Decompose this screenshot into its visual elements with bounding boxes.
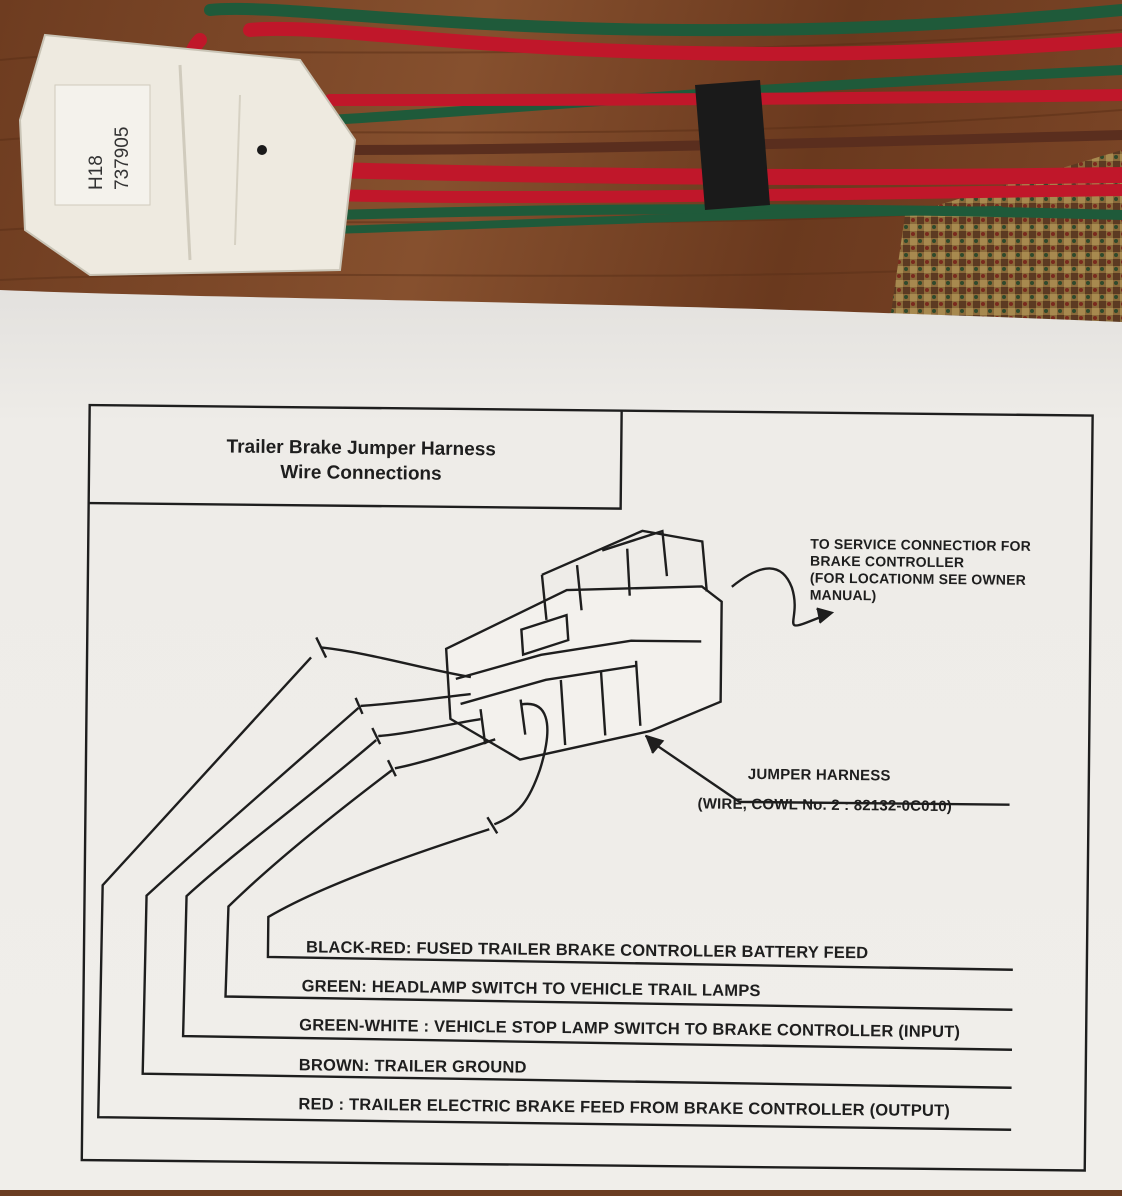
jumper-harness-part-number: (WIRE, COWL No. 2 : 82132-0C010) xyxy=(697,795,953,816)
diagram-lines xyxy=(80,403,1094,1172)
service-note-line4: MANUAL) xyxy=(809,586,877,604)
electrical-tape xyxy=(695,80,770,210)
diagram-title: Trailer Brake Jumper Harness Wire Connec… xyxy=(151,434,572,488)
jumper-harness-label: JUMPER HARNESS xyxy=(747,765,891,785)
service-connector-note: TO SERVICE CONNECTIOR FOR BRAKE CONTROLL… xyxy=(810,536,1031,606)
wire-legend-brown: BROWN: TRAILER GROUND xyxy=(298,1056,527,1077)
wire-bundle xyxy=(183,2,1122,234)
wire-legend-green-white: GREEN-WHITE : VEHICLE STOP LAMP SWITCH T… xyxy=(299,1016,961,1042)
connector-plug xyxy=(18,33,357,277)
diagram-title-line2: Wire Connections xyxy=(280,462,442,485)
wire-legend-black-red: BLACK-RED: FUSED TRAILER BRAKE CONTROLLE… xyxy=(305,938,869,963)
wire-legend-red: RED : TRAILER ELECTRIC BRAKE FEED FROM B… xyxy=(298,1095,951,1121)
wire-legend-green: GREEN: HEADLAMP SWITCH TO VEHICLE TRAIL … xyxy=(301,977,761,1001)
